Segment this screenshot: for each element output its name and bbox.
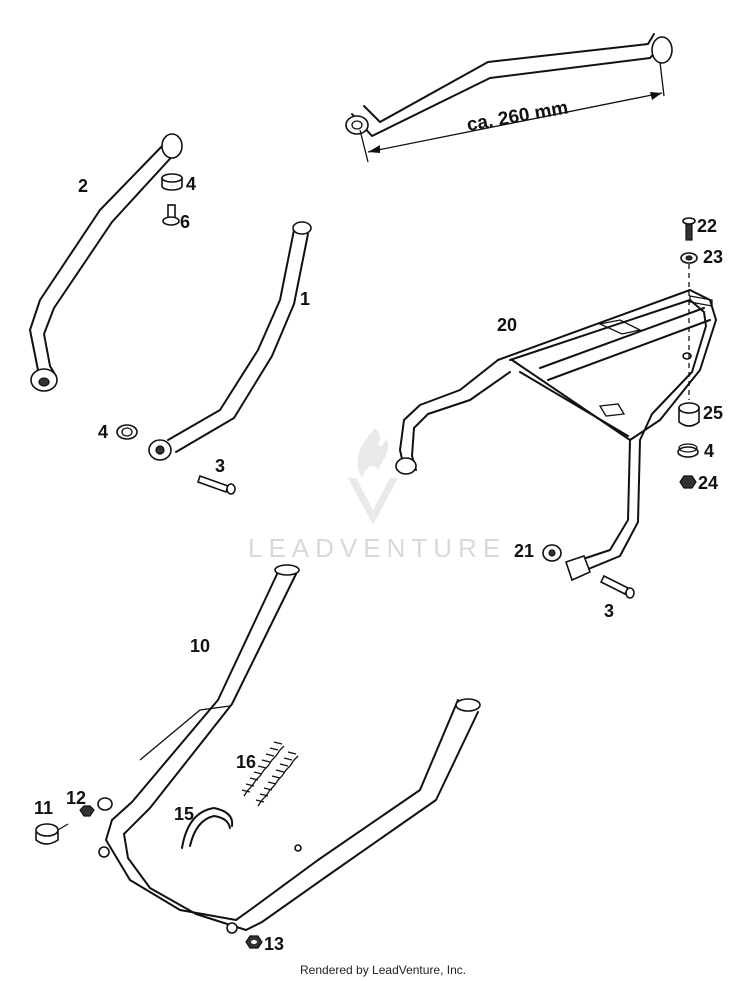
watermark-text: LEADVENTURE [248,533,506,563]
bolt-6 [162,204,180,226]
nut-12 [79,805,95,817]
handle-bar-measurement [345,33,673,163]
callout-20: 20 [497,315,517,335]
callout-25: 25 [703,403,723,423]
callout-21: 21 [514,541,534,561]
rubber-bush-4-right [677,443,699,458]
callout-24: 24 [698,473,718,493]
callout-10: 10 [190,636,210,656]
callout-2: 2 [78,176,88,196]
callout-13: 13 [264,934,284,954]
grab-handle-2 [29,133,183,392]
callout-4-upper: 4 [186,174,196,194]
callout-4-right: 4 [704,441,714,461]
bracket-15 [181,807,234,849]
center-stand-10 [97,564,481,934]
callout-3-left: 3 [215,456,225,476]
washer-23 [680,252,698,264]
footer-credit: Rendered by LeadVenture, Inc. [300,963,466,977]
rubber-bush-4-middle [116,424,138,440]
callout-23: 23 [703,247,723,267]
grab-handle-1 [148,221,312,461]
luggage-rack-20 [395,264,717,582]
watermark-logo-icon [348,428,398,525]
dimension-label: ca. 260 mm [465,97,570,135]
bolt-3-right [599,574,635,599]
callout-12: 12 [66,788,86,808]
callout-22: 22 [697,216,717,236]
bolt-3-left [196,474,236,495]
rubber-bush-25 [678,402,700,427]
callout-16: 16 [236,752,256,772]
callout-11: 11 [34,798,53,818]
springs-16 [241,741,299,807]
rubber-foot-11 [35,823,69,845]
callout-4-middle: 4 [98,422,108,442]
nut-13 [245,935,263,949]
callout-1: 1 [300,289,310,309]
callout-3-right: 3 [604,601,614,621]
nut-24 [679,475,697,489]
callout-15: 15 [174,804,194,824]
bolt-22 [682,217,696,241]
rubber-bush-4-upper [161,173,183,191]
callout-6: 6 [180,212,190,232]
washer-21 [542,544,562,562]
